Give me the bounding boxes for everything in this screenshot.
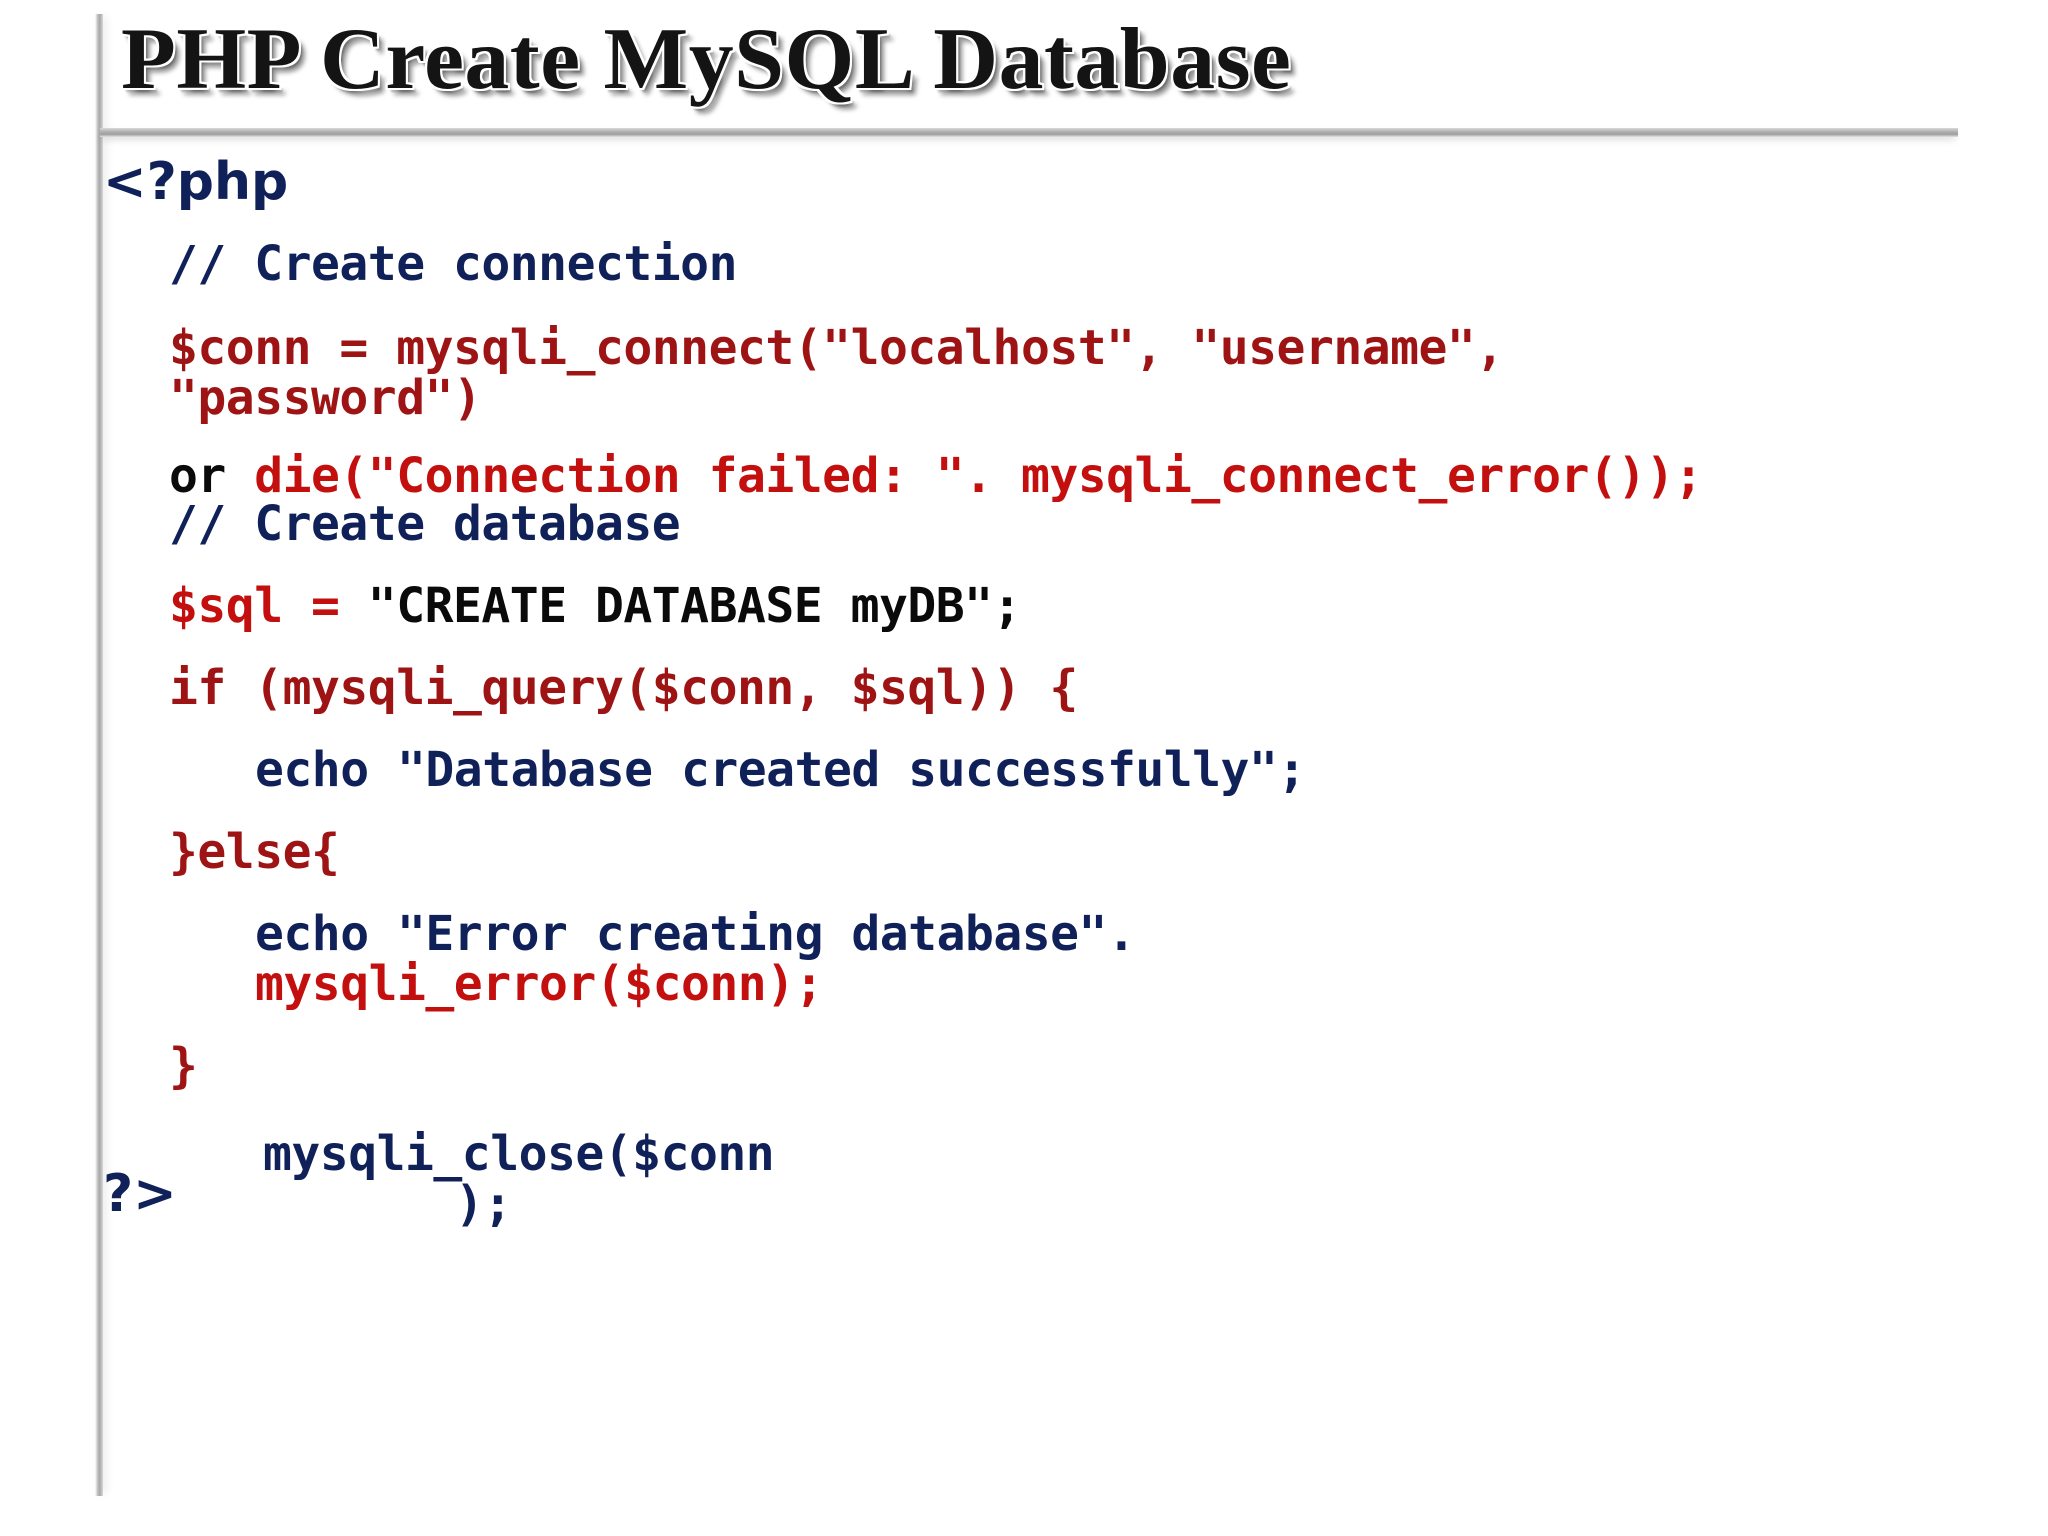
code-token-sql-variable: $sql =	[169, 578, 368, 634]
left-vertical-rule	[95, 14, 103, 1496]
page-title: PHP Create MySQL Database	[121, 11, 1292, 108]
code-line-conn-assign-part1: $conn = mysqli_connect("localhost", "use…	[169, 320, 1504, 376]
title-divider	[100, 128, 1958, 137]
code-line-echo-success: echo "Database created successfully";	[255, 742, 1306, 798]
code-line-comment-create-connection: // Create connection	[169, 236, 737, 292]
title-band: PHP Create MySQL Database	[103, 0, 1953, 132]
code-line-comment-create-database: // Create database	[169, 496, 681, 552]
code-line-mysqli-error: mysqli_error($conn);	[255, 956, 823, 1012]
code-block: <?php // Create connection $conn = mysql…	[103, 150, 2003, 1480]
code-line-conn-assign-part2: "password")	[169, 370, 482, 426]
code-line-or-die: or die("Connection failed: ". mysqli_con…	[169, 450, 1703, 502]
code-line-open-tag: <?php	[103, 152, 289, 212]
code-line-if-statement: if (mysqli_query($conn, $sql)) {	[169, 660, 1078, 716]
code-line-sql-assign: $sql = "CREATE DATABASE myDB";	[169, 580, 1021, 632]
code-line-close-tag: ?>	[103, 1164, 177, 1224]
code-line-closing-brace: }	[169, 1038, 198, 1094]
code-token-die-call: die("Connection failed: ". mysqli_connec…	[254, 448, 1703, 504]
code-line-else-statement: }else{	[169, 824, 340, 880]
code-token-or-keyword: or	[169, 448, 255, 504]
code-line-mysqli-close-part1: mysqli_close($conn	[263, 1126, 775, 1182]
code-line-echo-error: echo "Error creating database".	[255, 906, 1136, 962]
code-line-mysqli-close-part2: );	[455, 1176, 512, 1232]
code-token-sql-string: "CREATE DATABASE myDB";	[367, 578, 1022, 634]
